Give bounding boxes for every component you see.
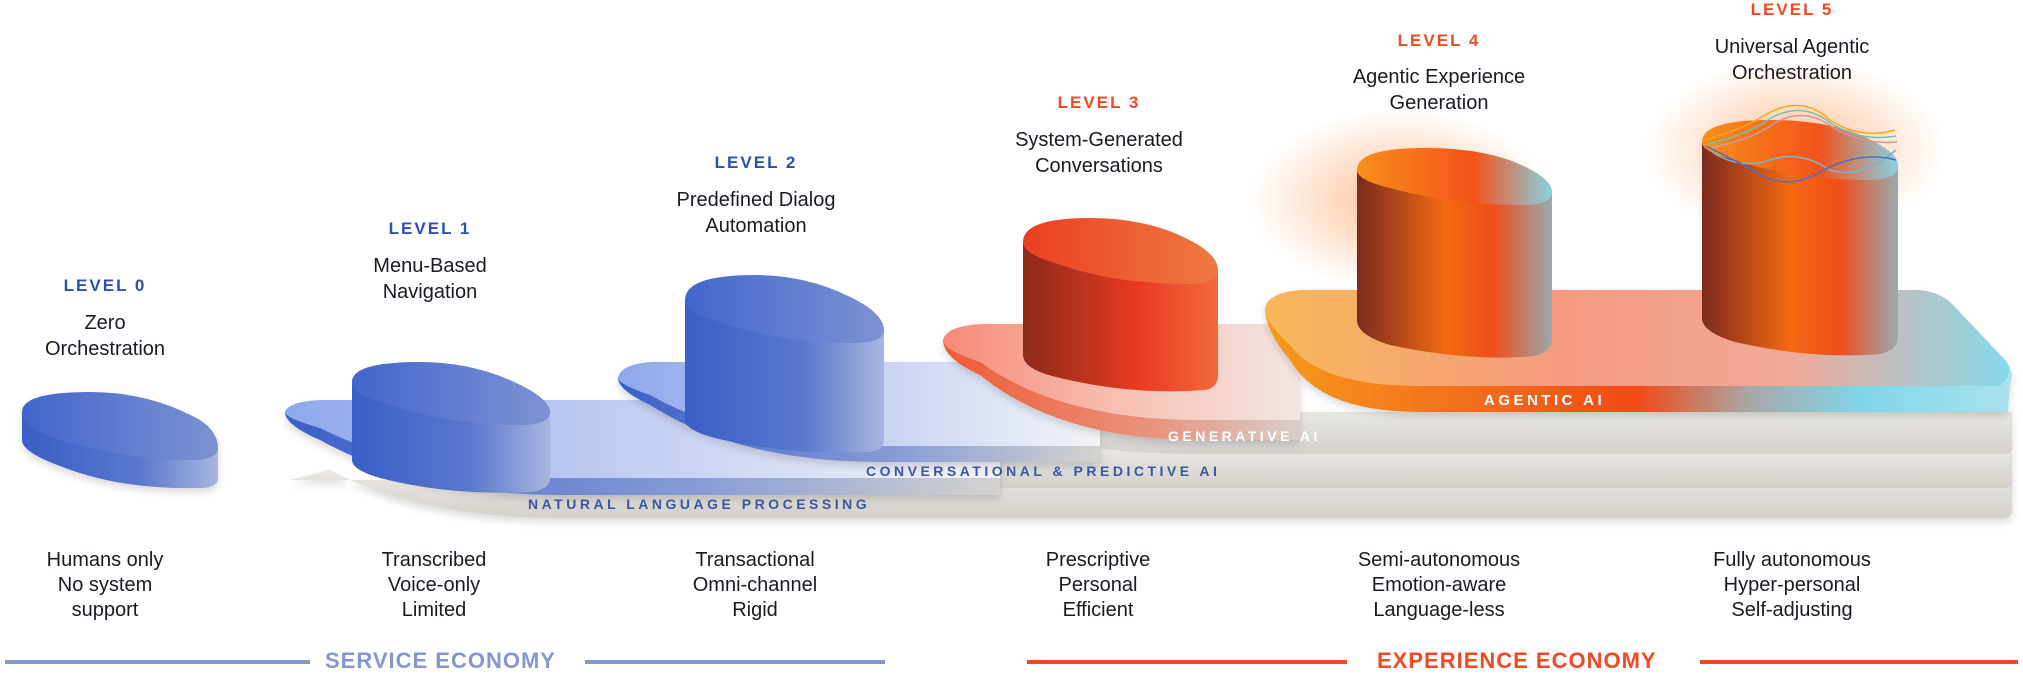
service-economy-line-left xyxy=(5,660,310,664)
layer-label-conversational: CONVERSATIONAL & PREDICTIVE AI xyxy=(866,463,1221,479)
level-1-pillar xyxy=(352,362,550,493)
level-0-pillar xyxy=(22,392,218,489)
service-economy-label: SERVICE ECONOMY xyxy=(325,648,556,673)
level-1-title-line1: Menu-Based xyxy=(373,255,487,277)
level-2-desc-line: Omni-channel xyxy=(692,574,818,596)
level-4-description: Semi-autonomous Emotion-aware Language-l… xyxy=(1309,548,1569,623)
level-5-number: LEVEL 5 xyxy=(1750,0,1834,19)
level-2-title-line2: Automation xyxy=(705,215,807,237)
level-4-number: LEVEL 4 xyxy=(1397,31,1481,50)
level-5-desc-line: Hyper-personal xyxy=(1723,574,1861,596)
level-2-pillar xyxy=(685,275,884,453)
experience-economy-label: EXPERIENCE ECONOMY xyxy=(1377,648,1657,673)
level-4-desc-line: Emotion-aware xyxy=(1371,574,1507,596)
level-1-desc-line: Voice-only xyxy=(387,574,481,596)
level-4-title-line1: Agentic Experience xyxy=(1352,66,1526,88)
orchestration-waves-icon xyxy=(1704,104,1898,183)
level-1-number: LEVEL 1 xyxy=(388,219,472,238)
level-3-desc-line: Efficient xyxy=(1062,599,1134,621)
level-5-desc-line: Fully autonomous xyxy=(1713,549,1871,571)
level-3-number: LEVEL 3 xyxy=(1057,93,1141,112)
layer-label-agentic: AGENTIC AI xyxy=(1484,392,1606,409)
level-4-pillar xyxy=(1357,148,1552,358)
service-economy-line-right xyxy=(585,660,885,664)
level-4-title-line2: Generation xyxy=(1389,92,1489,114)
level-3-desc-line: Prescriptive xyxy=(1045,549,1151,571)
level-4-desc-line: Language-less xyxy=(1373,599,1505,621)
level-5-title-line2: Orchestration xyxy=(1731,62,1853,84)
level-5-description: Fully autonomous Hyper-personal Self-adj… xyxy=(1662,548,1922,623)
level-3-pillar xyxy=(1023,218,1218,392)
experience-economy-line-right xyxy=(1700,660,2018,664)
level-1-description: Transcribed Voice-only Limited xyxy=(304,548,564,623)
level-5-pillar xyxy=(1702,104,1898,356)
level-3-title-line1: System-Generated xyxy=(1015,129,1183,151)
level-2-desc-line: Transactional xyxy=(695,549,815,571)
level-3-title-line2: Conversations xyxy=(1035,155,1163,177)
level-1-desc-line: Transcribed xyxy=(381,549,487,571)
level-2-number: LEVEL 2 xyxy=(714,153,798,172)
level-0-desc-line: support xyxy=(71,599,139,621)
layer-label-nlp: NATURAL LANGUAGE PROCESSING xyxy=(528,496,871,512)
level-3-desc-line: Personal xyxy=(1058,574,1138,596)
level-5-desc-line: Self-adjusting xyxy=(1731,599,1853,621)
level-4-desc-line: Semi-autonomous xyxy=(1357,549,1521,571)
level-0-desc-line: No system xyxy=(57,574,153,596)
level-0-title-line1: Zero xyxy=(84,312,126,334)
experience-economy-line-left xyxy=(1027,660,1347,664)
level-2-desc-line: Rigid xyxy=(732,599,778,621)
level-5-title-line1: Universal Agentic xyxy=(1714,36,1870,58)
layer-label-generative: GENERATIVE AI xyxy=(1168,428,1321,444)
level-1-desc-line: Limited xyxy=(401,599,467,621)
level-1-title-line2: Navigation xyxy=(382,281,478,303)
level-0-desc-line: Humans only xyxy=(46,549,164,571)
level-0-title-line2: Orchestration xyxy=(44,338,166,360)
level-2-title-line1: Predefined Dialog xyxy=(676,189,836,211)
level-0-description: Humans only No system support xyxy=(0,548,235,623)
level-3-description: Prescriptive Personal Efficient xyxy=(968,548,1228,623)
level-2-description: Transactional Omni-channel Rigid xyxy=(625,548,885,623)
level-0-number: LEVEL 0 xyxy=(63,276,147,295)
